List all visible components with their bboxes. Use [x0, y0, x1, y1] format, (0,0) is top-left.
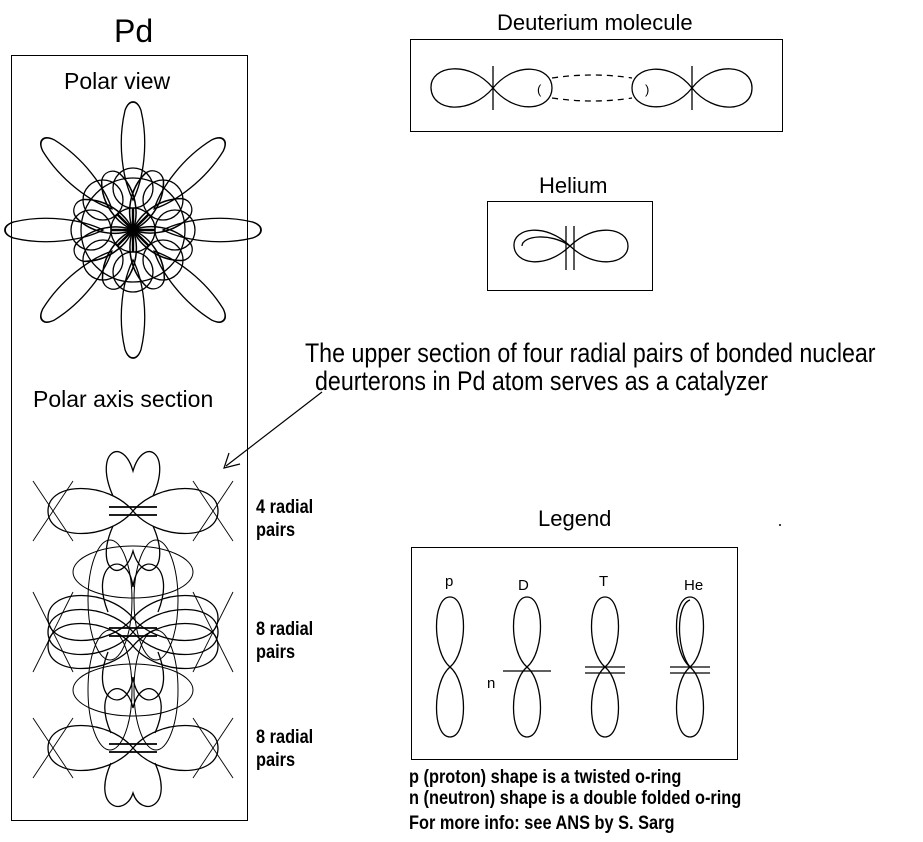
polar-view-rosette	[4, 101, 262, 359]
deuterium-title: Deuterium molecule	[497, 10, 693, 35]
pair-label-1-pairs: pairs	[256, 520, 296, 541]
polar-axis-section-label: Polar axis section	[33, 386, 214, 412]
note-more-info: For more info: see ANS by S. Sarg	[409, 813, 675, 834]
stray-dot	[779, 524, 781, 526]
annotation-arrow	[223, 391, 323, 469]
pair-label-1-count: 4 radial	[256, 497, 314, 518]
svg-text:): )	[645, 82, 649, 97]
pd-title: Pd	[114, 13, 154, 49]
legend-box	[411, 547, 738, 760]
pair-label-3-count: 8 radial	[256, 727, 314, 748]
legend-label-p: p	[445, 573, 454, 590]
pair-label-3-pairs: pairs	[256, 750, 296, 771]
note-proton: p (proton) shape is a twisted o-ring	[409, 767, 682, 788]
helium-drawing	[513, 226, 629, 270]
polar-view-label: Polar view	[64, 68, 171, 94]
note-neutron: n (neutron) shape is a double folded o-r…	[409, 788, 742, 809]
helium-title: Helium	[539, 173, 608, 198]
annotation-line-1: The upper section of four radial pairs o…	[305, 338, 876, 368]
deuterium-molecule-drawing: ( )	[430, 66, 753, 110]
deuterium-box	[410, 39, 783, 132]
legend-label-he: He	[684, 577, 704, 594]
pair-label-2-pairs: pairs	[256, 642, 296, 663]
pair-label-2-count: 8 radial	[256, 619, 314, 640]
legend-label-t: T	[599, 573, 609, 590]
legend-label-d: D	[518, 577, 529, 594]
legend-title: Legend	[538, 506, 612, 531]
legend-shapes	[435, 596, 710, 738]
helium-box	[487, 201, 653, 291]
polar-axis-section-drawing	[32, 451, 234, 808]
pd-panel	[11, 55, 248, 821]
legend-label-n: n	[487, 675, 496, 692]
svg-text:(: (	[537, 82, 542, 97]
annotation-line-2: deurterons in Pd atom serves as a cataly…	[315, 366, 769, 396]
